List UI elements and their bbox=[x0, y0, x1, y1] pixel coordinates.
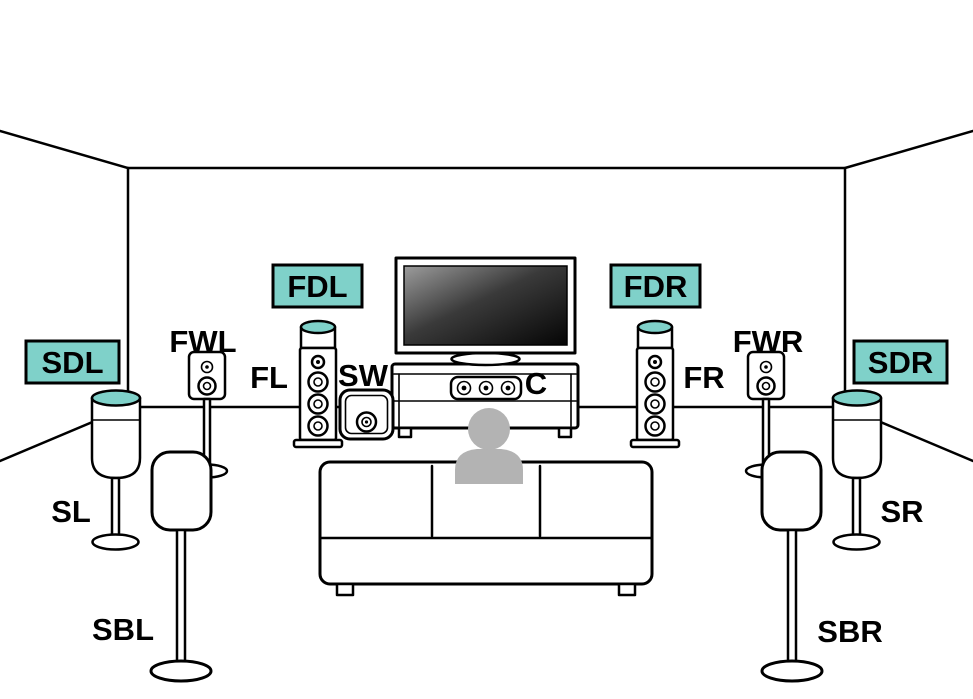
fl-tower-base bbox=[292, 438, 344, 449]
sr-speaker-body bbox=[831, 396, 883, 480]
label-sbl: SBL bbox=[92, 612, 154, 647]
tv-cabinet-leg bbox=[397, 426, 413, 439]
speaker-driver bbox=[650, 421, 660, 431]
sbr-speaker-body bbox=[760, 450, 823, 532]
label-box-sdr: SDR bbox=[852, 339, 949, 385]
listener-head bbox=[468, 408, 510, 450]
fdl-dolby-speaker-top bbox=[299, 319, 337, 335]
label-box-fdl: FDL bbox=[271, 263, 364, 309]
label-fdr: FDR bbox=[624, 269, 688, 304]
speaker-stand-pole bbox=[786, 528, 798, 669]
label-fwl: FWL bbox=[169, 324, 236, 359]
label-sw: SW bbox=[338, 358, 389, 393]
speaker-tweeter bbox=[205, 365, 209, 369]
sofa-foot bbox=[617, 582, 637, 597]
surround-right-speaker bbox=[831, 389, 883, 551]
tv bbox=[394, 256, 577, 367]
sl-speaker-body bbox=[90, 396, 142, 480]
sbl-speaker-body bbox=[150, 450, 213, 532]
label-sbr: SBR bbox=[817, 614, 882, 649]
speaker-stand-pole bbox=[851, 476, 862, 540]
speaker-driver bbox=[202, 381, 212, 391]
speaker-stand-base bbox=[149, 659, 213, 683]
label-sr: SR bbox=[880, 494, 923, 529]
speaker-stand-base bbox=[760, 659, 824, 683]
fr-tower-base bbox=[629, 438, 681, 449]
speaker-driver bbox=[461, 385, 467, 391]
speaker-driver bbox=[650, 399, 660, 409]
fdr-highlight-box bbox=[609, 263, 702, 309]
speaker-driver bbox=[650, 377, 660, 387]
label-sdr: SDR bbox=[868, 345, 933, 380]
label-sl: SL bbox=[51, 494, 91, 529]
sdr-highlight-box bbox=[852, 339, 949, 385]
listener-body bbox=[455, 449, 523, 484]
speaker-driver bbox=[364, 420, 369, 424]
speaker-stand-base bbox=[91, 533, 140, 551]
speaker-stand-pole bbox=[175, 528, 187, 669]
sofa-foot bbox=[335, 582, 355, 597]
speaker-driver bbox=[505, 385, 511, 391]
speaker-driver bbox=[483, 385, 489, 391]
speaker-tweeter bbox=[764, 365, 768, 369]
label-sdl: SDL bbox=[42, 345, 104, 380]
speaker-driver bbox=[761, 381, 771, 391]
center-speaker bbox=[449, 375, 523, 401]
tv-base bbox=[450, 351, 521, 367]
label-fl: FL bbox=[250, 360, 288, 395]
tv-cabinet-leg bbox=[557, 426, 573, 439]
subwoofer-inner-panel bbox=[344, 394, 389, 435]
tv-screen bbox=[403, 265, 568, 346]
label-box-fdr: FDR bbox=[609, 263, 702, 309]
sdl-dolby-speaker-top bbox=[90, 389, 142, 407]
speaker-driver bbox=[313, 399, 323, 409]
speaker-driver bbox=[313, 421, 323, 431]
speaker-driver bbox=[313, 377, 323, 387]
label-c: C bbox=[525, 366, 547, 401]
label-fdl: FDL bbox=[287, 269, 347, 304]
label-box-sdl: SDL bbox=[24, 339, 121, 385]
sdr-dolby-speaker-top bbox=[831, 389, 883, 407]
surround-back-right-speaker bbox=[760, 450, 824, 683]
fdr-dolby-speaker-top bbox=[636, 319, 674, 335]
front-left-tower-speaker bbox=[292, 319, 344, 449]
speaker-tweeter bbox=[653, 360, 657, 364]
fdl-highlight-box bbox=[271, 263, 364, 309]
label-fwr: FWR bbox=[733, 324, 804, 359]
speaker-stand-pole bbox=[110, 476, 121, 540]
listener bbox=[455, 408, 523, 484]
speaker-tweeter bbox=[316, 360, 320, 364]
subwoofer bbox=[338, 388, 395, 441]
surround-back-left-speaker bbox=[149, 450, 213, 683]
front-right-tower-speaker bbox=[629, 319, 681, 449]
speaker-stand-base bbox=[832, 533, 881, 551]
sdl-highlight-box bbox=[24, 339, 121, 385]
surround-left-speaker bbox=[90, 389, 142, 551]
ceiling-line bbox=[0, 129, 973, 170]
label-fr: FR bbox=[683, 360, 724, 395]
